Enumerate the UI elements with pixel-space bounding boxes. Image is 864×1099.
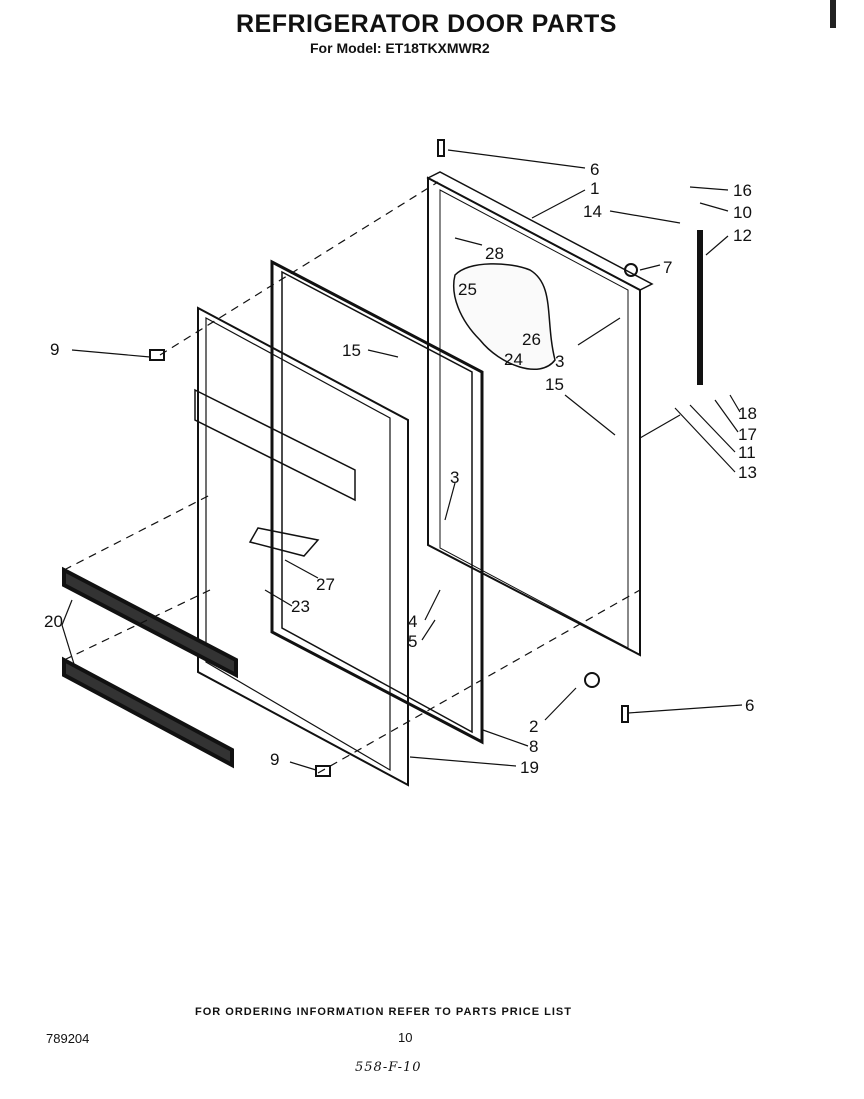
page-number: 10 <box>398 1030 413 1045</box>
plug-7 <box>624 263 638 277</box>
callout-19: 19 <box>520 758 539 777</box>
callout-1: 1 <box>590 179 599 198</box>
callout-3-lower: 3 <box>450 468 459 487</box>
screw-top <box>437 139 445 157</box>
door-gasket-inner <box>281 270 473 734</box>
insulation-patch <box>453 263 556 370</box>
callout-18: 18 <box>738 404 757 423</box>
model-subtitle: For Model: ET18TKXMWR2 <box>310 40 490 56</box>
callout-14: 14 <box>583 202 602 221</box>
callout-26: 26 <box>522 330 541 349</box>
outer-door-panel <box>427 176 641 657</box>
scan-edge-mark <box>830 0 836 28</box>
screw-bottom <box>621 705 629 723</box>
shelf-bar-upper <box>62 566 238 679</box>
callout-24: 24 <box>504 350 523 369</box>
ordering-note: FOR ORDERING INFORMATION REFER TO PARTS … <box>195 1006 572 1018</box>
callout-13: 13 <box>738 463 757 482</box>
egg-rack <box>194 388 356 502</box>
door-top-flange <box>426 171 654 291</box>
callout-4: 4 <box>408 612 417 631</box>
callout-12: 12 <box>733 226 752 245</box>
callout-23: 23 <box>291 597 310 616</box>
door-gasket <box>270 259 484 745</box>
outer-door-panel-inner-edge <box>439 189 629 649</box>
callout-28: 28 <box>485 244 504 263</box>
screw-left-upper <box>149 349 165 361</box>
callout-16: 16 <box>733 181 752 200</box>
callout-3-upper: 3 <box>555 352 564 371</box>
callout-20: 20 <box>44 612 63 631</box>
callout-15-right: 15 <box>545 375 564 394</box>
callout-11: 11 <box>738 443 756 462</box>
handwritten-code: 558-F-10 <box>355 1060 422 1075</box>
callout-9-lower: 9 <box>270 750 279 769</box>
door-liner <box>197 306 409 787</box>
callout-6-bottom: 6 <box>745 696 754 715</box>
callout-6-top: 6 <box>590 160 599 179</box>
document-number: 789204 <box>46 1031 90 1046</box>
callout-10: 10 <box>733 203 752 222</box>
bushing-2 <box>584 672 600 688</box>
callout-5: 5 <box>408 632 417 651</box>
screw-left-lower <box>315 765 331 777</box>
callout-15-left: 15 <box>342 341 361 360</box>
callout-9-upper: 9 <box>50 340 59 359</box>
callout-8: 8 <box>529 737 538 756</box>
callout-27: 27 <box>316 575 335 594</box>
shelf-bar-lower <box>62 656 234 769</box>
callout-2: 2 <box>529 717 538 736</box>
dispenser-recess <box>248 527 320 557</box>
callout-17: 17 <box>738 425 757 444</box>
door-liner-inner <box>205 316 391 772</box>
diagram-title: REFRIGERATOR DOOR PARTS <box>236 10 617 38</box>
callout-7: 7 <box>663 258 672 277</box>
callout-25: 25 <box>458 280 477 299</box>
